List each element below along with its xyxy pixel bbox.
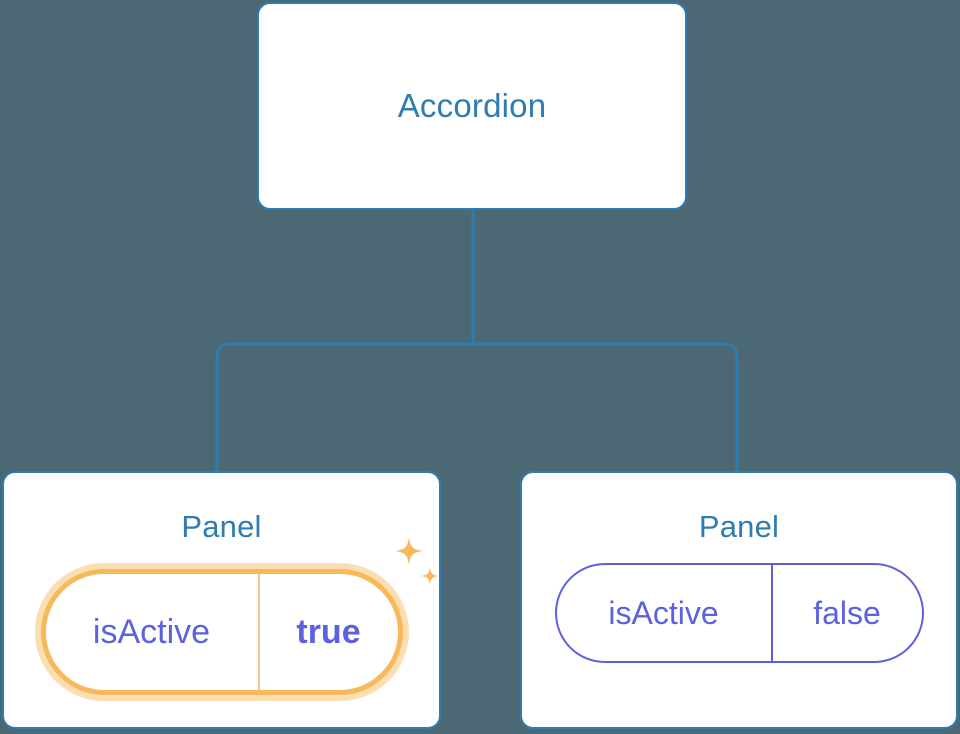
prop-key-label: isActive — [557, 565, 773, 661]
node-panel-right-title: Panel — [698, 509, 780, 544]
sparkle-group — [394, 537, 439, 585]
edge-branch-bar — [215, 342, 739, 471]
prop-key-label: isActive — [46, 574, 260, 690]
sparkle-small-icon — [420, 567, 439, 585]
prop-value-label: true — [296, 612, 361, 651]
node-panel-left-title: Panel — [181, 509, 262, 544]
prop-pill-right-wrapper: isActive false — [554, 563, 924, 663]
node-accordion-title: Accordion — [397, 87, 547, 124]
prop-pill-isactive-false[interactable]: isActive false — [554, 563, 924, 663]
prop-pill-highlight-halo: isActive true — [34, 563, 409, 701]
prop-pill-left-wrapper: isActive true — [34, 537, 439, 701]
node-accordion[interactable]: Accordion — [257, 2, 687, 210]
prop-pill-isactive-true[interactable]: isActive true — [40, 569, 403, 695]
sparkle-large-icon — [394, 537, 423, 565]
prop-value-label: false — [813, 594, 881, 631]
node-panel-left[interactable]: Panel isActive true — [2, 471, 441, 729]
node-panel-right[interactable]: Panel isActive false — [520, 471, 958, 729]
